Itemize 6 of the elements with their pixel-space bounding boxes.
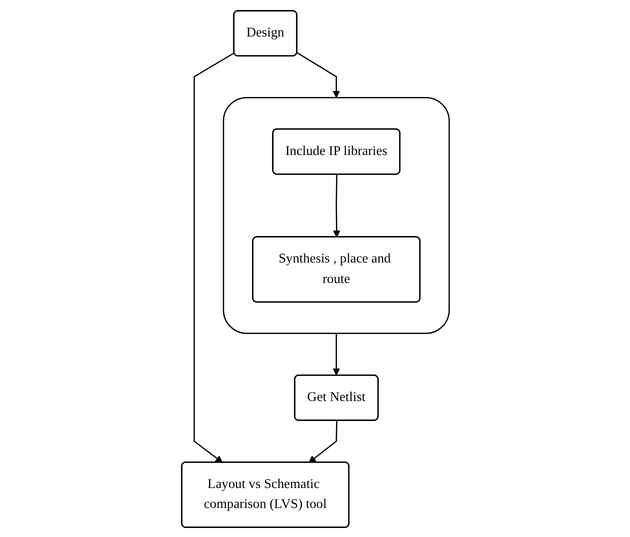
arrow (308, 420, 337, 462)
arrow (193, 52, 234, 462)
arrow (296, 51, 340, 98)
cluster (222, 96, 450, 334)
arrow (332, 332, 340, 375)
arrow (332, 174, 340, 238)
